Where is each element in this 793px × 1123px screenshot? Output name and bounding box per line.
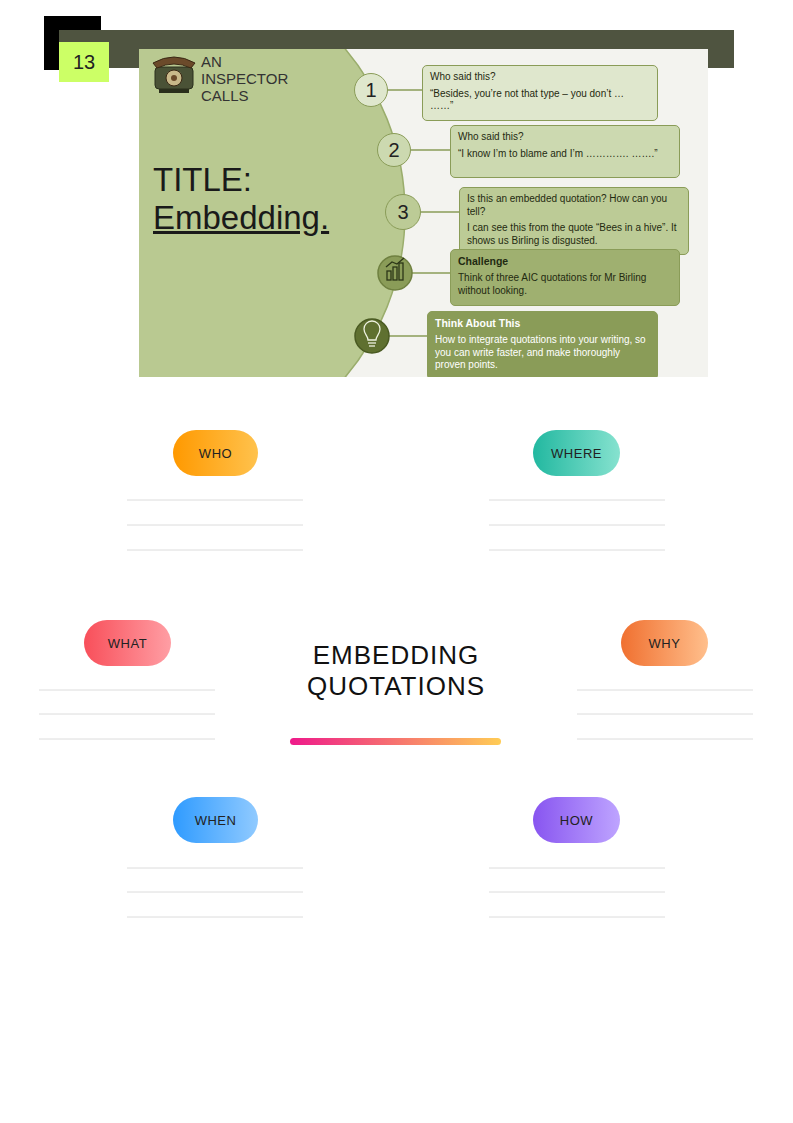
node-label: WHY bbox=[649, 636, 681, 651]
node-label: 2 bbox=[388, 139, 399, 162]
box-body: “Besides, you’re not that type – you don… bbox=[430, 88, 650, 113]
question-box: Who said this? “I know I’m to blame and I… bbox=[450, 125, 680, 178]
question-pill: WHAT bbox=[84, 620, 171, 666]
challenge-box: ChallengeThink of three AIC quotations f… bbox=[450, 249, 680, 306]
node-label: 3 bbox=[397, 201, 408, 224]
box-heading: Who said this? bbox=[458, 131, 672, 144]
box-body: “I know I’m to blame and I’m …………. …….” bbox=[458, 148, 672, 161]
callout-number: 1 bbox=[354, 73, 388, 107]
slide-title: Embedding. bbox=[153, 199, 329, 237]
question-pill: HOW bbox=[533, 797, 620, 843]
question-box: Who said this? “Besides, you’re not that … bbox=[422, 65, 658, 121]
logo-text: AN INSPECTOR CALLS bbox=[201, 53, 301, 104]
node-label: WHO bbox=[199, 446, 232, 461]
page-number-tag: 13 bbox=[59, 42, 109, 82]
connector-line bbox=[388, 89, 422, 91]
box-body: I can see this from the quote “Bees in a… bbox=[467, 222, 681, 247]
slide-title-label: TITLE: bbox=[153, 161, 252, 199]
slide-image: AN INSPECTOR CALLSTITLE:Embedding.1Who s… bbox=[139, 49, 708, 377]
node-label: 1 bbox=[365, 79, 376, 102]
question-pill: WHY bbox=[621, 620, 708, 666]
question-pill: WHEN bbox=[173, 797, 258, 843]
node-label: 13 bbox=[73, 51, 95, 74]
box-heading: Who said this? bbox=[430, 71, 650, 84]
question-box: Is this an embedded quotation? How can y… bbox=[459, 187, 689, 255]
diagram-title: EMBEDDING QUOTATIONS bbox=[236, 640, 556, 702]
callout-number: 2 bbox=[377, 133, 411, 167]
node-label: HOW bbox=[560, 813, 593, 828]
box-heading: Think About This bbox=[435, 317, 650, 330]
box-heading: Challenge bbox=[458, 255, 672, 268]
question-pill: WHO bbox=[173, 430, 258, 476]
connector-line bbox=[411, 149, 450, 151]
node-label: WHERE bbox=[551, 446, 602, 461]
box-heading: Is this an embedded quotation? How can y… bbox=[467, 193, 681, 218]
callout-number: 3 bbox=[385, 194, 421, 230]
question-pill: WHERE bbox=[533, 430, 620, 476]
think-box: Think About ThisHow to integrate quotati… bbox=[427, 311, 658, 377]
box-body: How to integrate quotations into your wr… bbox=[435, 334, 650, 372]
node-label: WHAT bbox=[108, 636, 147, 651]
connector-line bbox=[421, 211, 459, 213]
box-body: Think of three AIC quotations for Mr Bir… bbox=[458, 272, 672, 297]
node-label: WHEN bbox=[195, 813, 237, 828]
